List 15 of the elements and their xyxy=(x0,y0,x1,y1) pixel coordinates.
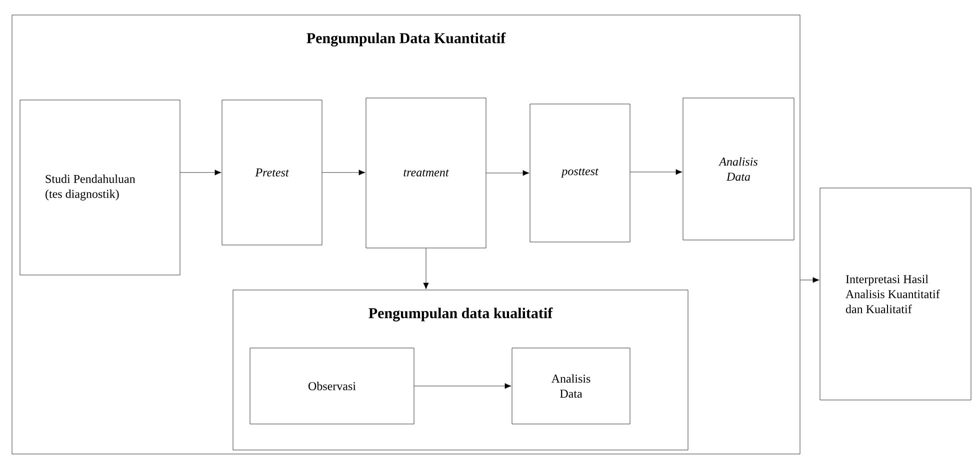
arrow xyxy=(630,169,682,175)
process-box: posttest xyxy=(530,104,630,242)
process-box: Analisis Data xyxy=(512,348,630,424)
process-box: Analisis Data xyxy=(682,98,794,240)
process-box: Observasi xyxy=(250,348,414,424)
arrow xyxy=(414,383,512,389)
process-box: Studi Pendahuluan (tes diagnostik) xyxy=(20,100,180,276)
process-box: Interpretasi Hasil Analisis Kuantitatif dan Kualitatif xyxy=(820,188,972,400)
arrow xyxy=(800,277,820,283)
arrow xyxy=(486,170,530,176)
arrow xyxy=(322,170,366,176)
arrow xyxy=(180,170,222,176)
process-box: treatment xyxy=(366,98,486,248)
process-box: Pretest xyxy=(222,100,322,246)
arrow xyxy=(423,248,429,290)
